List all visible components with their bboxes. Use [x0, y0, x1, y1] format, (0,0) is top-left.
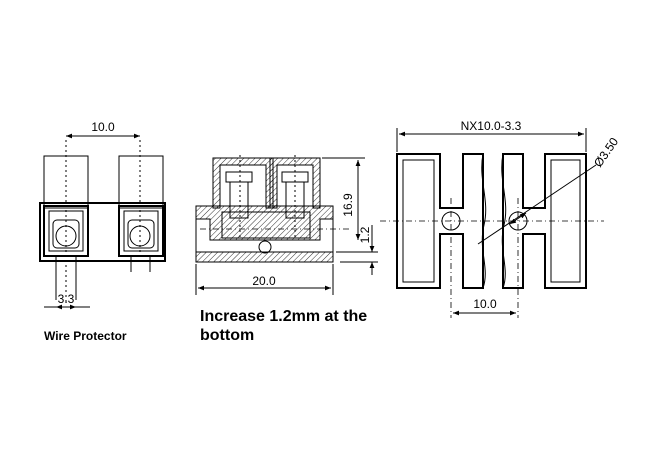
front-pitch-label: 10.0 — [91, 120, 115, 134]
front-view: 10.0 3.3 Wire Protector — [39, 120, 166, 343]
side-body-cavity — [221, 211, 311, 239]
top-view: NX10.0-3.3 Ø3.50 10.0 — [380, 119, 621, 318]
side-bottom-label: 1.2 — [358, 226, 372, 243]
top-pitch-label: 10.0 — [473, 297, 497, 311]
side-wire-hole — [258, 240, 272, 254]
note-line-1: Increase 1.2mm at the — [200, 308, 367, 325]
side-left-screw-head — [225, 171, 253, 183]
note-line-2: bottom — [200, 327, 254, 344]
hole-diameter-label: Ø3.50 — [591, 135, 621, 170]
side-length-label: 20.0 — [252, 274, 276, 288]
side-left-tower — [212, 157, 274, 209]
side-body-upper — [195, 205, 334, 241]
top-right-half — [502, 153, 587, 289]
series-label: NX10.0-3.3 — [461, 119, 522, 133]
front-body — [39, 202, 166, 262]
side-height-label: 16.9 — [341, 193, 355, 217]
wire-protector-caption: Wire Protector — [44, 329, 127, 343]
break-line-left — [481, 153, 487, 289]
side-view: 16.9 1.2 20.0 Increase 1.2mm at the bott… — [195, 155, 378, 344]
front-right-clamp — [118, 205, 164, 257]
front-right-tower — [118, 155, 164, 209]
front-width-label: 3.3 — [58, 292, 75, 306]
side-bottom-plate — [195, 251, 334, 263]
break-line-right — [501, 153, 507, 289]
